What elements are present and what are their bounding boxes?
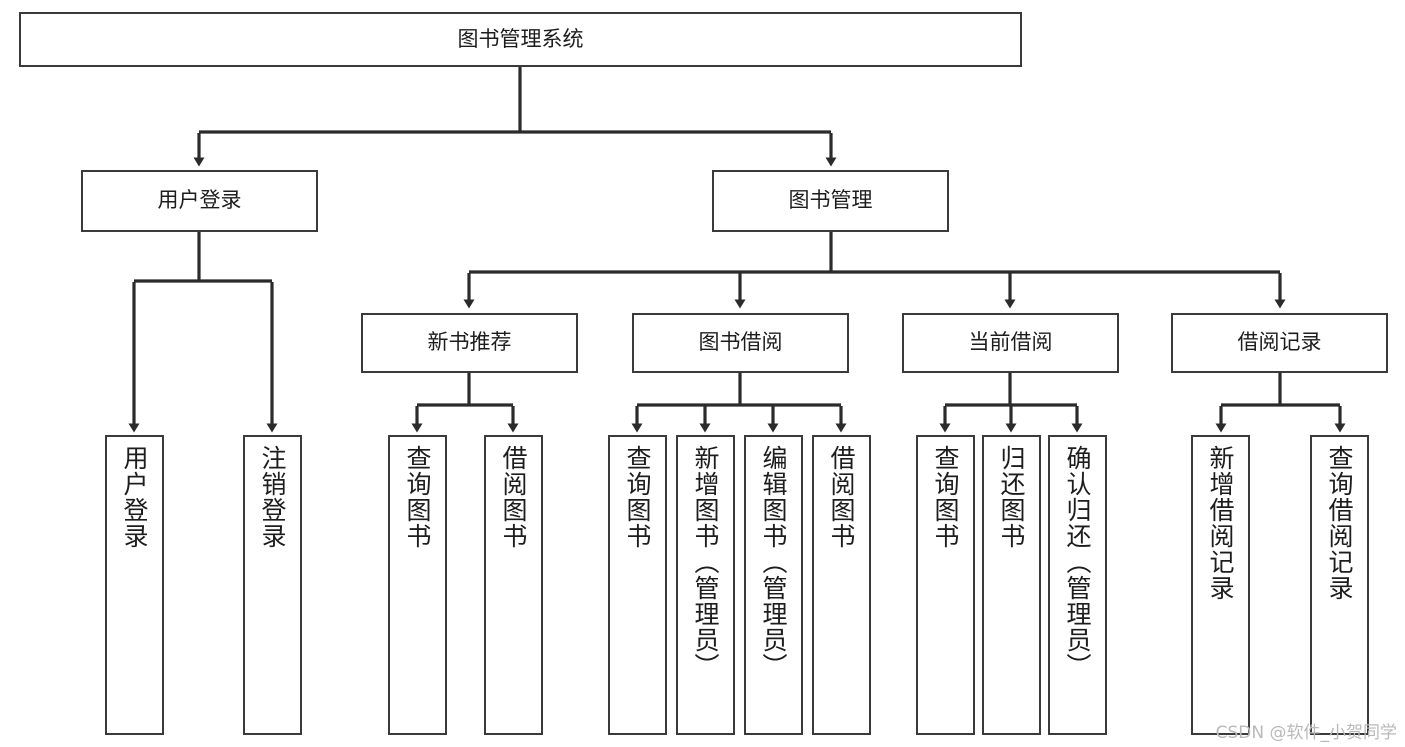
node-root[interactable]: 图书管理系统 xyxy=(19,12,1022,67)
node-new-book-rec-label: 新书推荐 xyxy=(427,330,512,355)
node-book-manage-label: 图书管理 xyxy=(788,188,873,213)
node-leaf-borrow-book-2[interactable]: 借阅图书 xyxy=(812,435,871,735)
node-user-login[interactable]: 用户登录 xyxy=(81,170,318,232)
node-book-borrow-label: 图书借阅 xyxy=(698,330,783,355)
node-leaf-query-book-3-label: 查询图书 xyxy=(931,445,960,549)
node-leaf-return-book-label: 归还图书 xyxy=(997,445,1026,549)
node-book-borrow[interactable]: 图书借阅 xyxy=(632,313,849,373)
node-leaf-query-record[interactable]: 查询借阅记录 xyxy=(1310,435,1369,735)
node-leaf-user-login-label: 用户登录 xyxy=(120,445,149,549)
node-leaf-borrow-book-2-label: 借阅图书 xyxy=(827,445,856,549)
node-leaf-query-book-1-label: 查询图书 xyxy=(403,445,432,549)
node-leaf-query-book-2[interactable]: 查询图书 xyxy=(608,435,667,735)
node-leaf-user-login[interactable]: 用户登录 xyxy=(105,435,164,735)
node-leaf-logout-label: 注销登录 xyxy=(258,445,287,549)
node-leaf-logout[interactable]: 注销登录 xyxy=(243,435,302,735)
node-leaf-return-book[interactable]: 归还图书 xyxy=(982,435,1041,735)
node-leaf-query-book-3[interactable]: 查询图书 xyxy=(916,435,975,735)
node-new-book-rec[interactable]: 新书推荐 xyxy=(361,313,578,373)
node-leaf-confirm-return-label: 确认归还（管理员） xyxy=(1063,445,1092,679)
node-user-login-label: 用户登录 xyxy=(157,188,242,213)
node-borrow-record-label: 借阅记录 xyxy=(1237,330,1322,355)
node-current-borrow[interactable]: 当前借阅 xyxy=(902,313,1119,373)
node-leaf-query-record-label: 查询借阅记录 xyxy=(1325,445,1354,601)
node-leaf-query-book-2-label: 查询图书 xyxy=(623,445,652,549)
node-book-manage[interactable]: 图书管理 xyxy=(712,170,949,232)
node-leaf-edit-book-label: 编辑图书（管理员） xyxy=(759,445,788,679)
csdn-watermark: CSDN @软件_小贺同学 xyxy=(1215,723,1397,743)
node-leaf-add-book-label: 新增图书（管理员） xyxy=(691,445,720,679)
node-leaf-borrow-book-1[interactable]: 借阅图书 xyxy=(484,435,543,735)
node-leaf-edit-book[interactable]: 编辑图书（管理员） xyxy=(744,435,803,735)
node-current-borrow-label: 当前借阅 xyxy=(968,330,1053,355)
node-leaf-add-book[interactable]: 新增图书（管理员） xyxy=(676,435,735,735)
node-leaf-query-book-1[interactable]: 查询图书 xyxy=(388,435,447,735)
node-leaf-confirm-return[interactable]: 确认归还（管理员） xyxy=(1048,435,1107,735)
node-root-label: 图书管理系统 xyxy=(457,26,584,51)
node-leaf-add-record[interactable]: 新增借阅记录 xyxy=(1191,435,1250,735)
node-leaf-add-record-label: 新增借阅记录 xyxy=(1206,445,1235,601)
node-borrow-record[interactable]: 借阅记录 xyxy=(1171,313,1388,373)
node-leaf-borrow-book-1-label: 借阅图书 xyxy=(499,445,528,549)
